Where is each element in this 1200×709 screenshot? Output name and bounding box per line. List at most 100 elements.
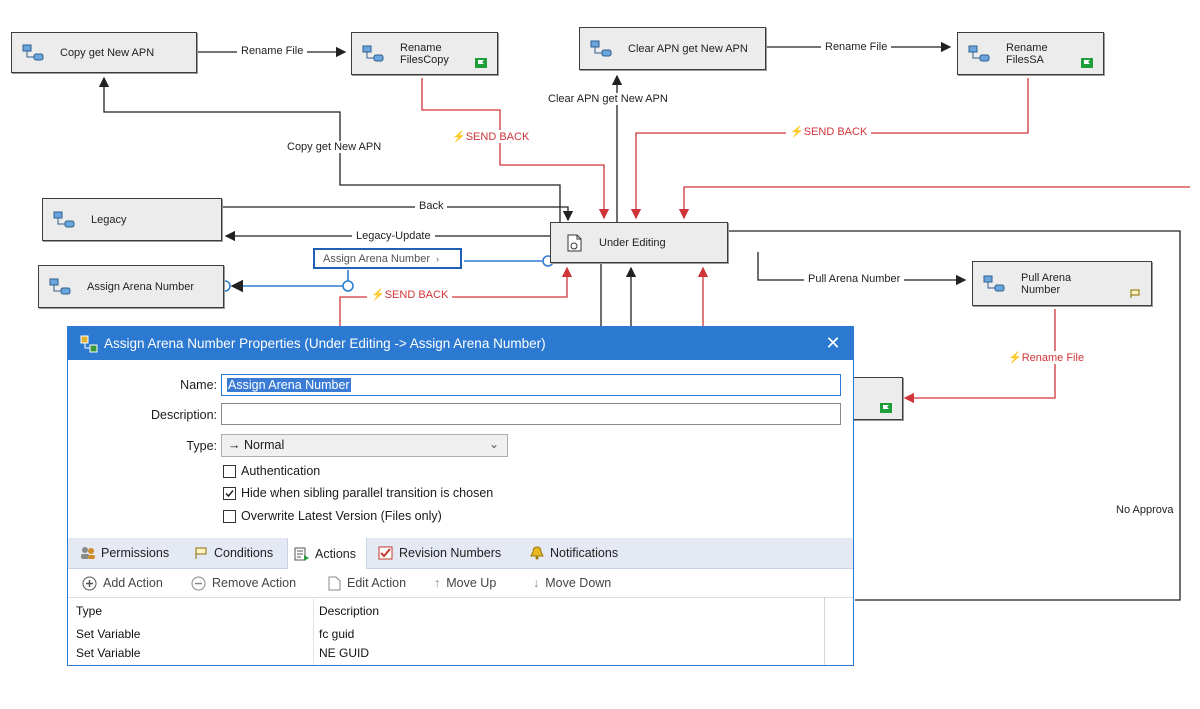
users-icon [81,547,95,559]
state-assign-arena-number[interactable]: Assign Arena Number [38,265,224,308]
type-select[interactable]: → Normal ⌄ [221,434,508,457]
state-copy-get-new-apn[interactable]: Copy get New APN [11,32,197,73]
add-action-button[interactable]: Add Action [82,569,163,597]
state-label: Assign Arena Number [87,280,194,293]
state-rename-files-sa[interactable]: Rename FilesSA [957,32,1104,75]
edge-label-legacy-update[interactable]: Legacy-Update [352,230,435,242]
remove-action-button[interactable]: Remove Action [191,569,296,597]
tab-notifications[interactable]: Notifications [529,538,618,568]
lightning-icon: ⚡ [790,126,804,138]
flag-icon [1081,58,1093,68]
revision-check-icon [378,546,393,560]
tab-revision-numbers[interactable]: Revision Numbers [378,538,501,568]
column-divider [313,599,314,665]
state-label: Clear APN get New APN [628,42,748,55]
flag-icon [880,403,892,413]
state-icon [968,45,990,61]
actions-toolbar: Add Action Remove Action Edit Action ↑ M… [68,569,853,598]
edit-action-button[interactable]: Edit Action [328,569,406,597]
tab-permissions[interactable]: Permissions [80,538,169,568]
type-label: Type: [186,439,217,453]
column-header-type[interactable]: Type [76,604,103,618]
add-icon [82,576,97,590]
state-label: Under Editing [599,236,666,249]
state-label: Legacy [91,213,127,226]
dialog-title: Assign Arena Number Properties (Under Ed… [104,336,546,351]
arrow-down-icon: ↓ [533,576,540,590]
move-up-button[interactable]: ↑ Move Up [434,576,497,590]
option-authentication[interactable]: Authentication [223,464,320,478]
state-icon [22,44,44,60]
document-icon [328,576,341,590]
chevron-down-icon: ⌄ [488,437,499,451]
condition-icon [1130,289,1140,298]
name-label: Name: [180,378,217,392]
transition-icon [80,335,98,352]
lightning-icon: ⚡ [371,289,385,301]
state-rename-files-copy[interactable]: Rename FilesCopy [351,32,498,75]
state-label: Copy get New APN [60,46,155,59]
name-field[interactable]: Assign Arena Number [221,374,841,396]
option-overwrite-latest[interactable]: Overwrite Latest Version (Files only) [223,509,442,523]
state-icon [983,275,1005,291]
table-cell-type[interactable]: Set Variable [76,627,141,641]
scrollbar-divider [824,597,825,665]
edge-label-copy-get-new-apn[interactable]: Copy get New APN [283,141,386,153]
edge-label-rename-file[interactable]: ⚡Rename File [1004,351,1089,364]
state-under-editing[interactable]: Under Editing [550,222,728,263]
table-cell-type[interactable]: Set Variable [76,646,141,660]
authentication-checkbox[interactable] [223,464,236,478]
state-clear-apn-get-new-apn[interactable]: Clear APN get New APN [579,27,766,70]
tab-conditions[interactable]: Conditions [193,538,273,568]
column-header-description[interactable]: Description [319,604,380,618]
state-icon [362,45,384,61]
overwrite-latest-checkbox[interactable] [223,509,236,523]
transition-properties-dialog: Assign Arena Number Properties (Under Ed… [67,326,854,666]
dialog-tabs: Permissions Conditions Actions Revision … [68,538,853,569]
bell-icon [530,546,544,560]
arrow-up-icon: ↑ [434,576,441,590]
document-icon [567,234,582,251]
selected-edge-label-assign-arena-number[interactable]: Assign Arena Number› [313,248,462,269]
type-value: → Normal [228,438,285,452]
table-cell-description[interactable]: NE GUID [319,646,370,660]
state-label: Rename FilesSA [1006,41,1048,66]
state-label: Rename FilesCopy [400,41,449,66]
lightning-icon: ⚡ [1008,352,1022,364]
state-pull-arena-number[interactable]: Pull Arena Number [972,261,1152,306]
state-hidden-partial[interactable] [845,377,903,420]
edge-label-send-back[interactable]: ⚡SEND BACK [448,130,534,143]
flag-icon [475,58,487,68]
state-legacy[interactable]: Legacy [42,198,222,241]
state-icon [590,40,612,56]
edge-label-no-approval[interactable]: No Approva [1112,504,1174,516]
edge-label-rename-file[interactable]: Rename File [237,45,308,57]
state-icon [49,278,71,294]
edge-label-back[interactable]: Back [415,200,448,212]
table-cell-description[interactable]: fc guid [319,627,355,641]
tab-actions[interactable]: Actions [287,538,367,569]
description-field[interactable] [221,403,841,425]
state-icon [53,211,75,227]
dialog-titlebar[interactable]: Assign Arena Number Properties (Under Ed… [68,327,853,360]
close-icon[interactable]: ✕ [825,333,841,353]
edge-label-rename-file[interactable]: Rename File [821,41,892,53]
chevron-icon: › [436,253,439,264]
remove-icon [191,576,206,590]
name-value: Assign Arena Number [227,378,351,392]
actions-icon [294,547,309,561]
lightning-icon: ⚡ [452,131,466,143]
edge-label-pull-arena-number[interactable]: Pull Arena Number [804,273,905,285]
hide-when-sibling-checkbox[interactable] [223,486,236,500]
checkmark-icon [225,489,234,497]
condition-icon [195,547,207,559]
edge-label-send-back[interactable]: ⚡SEND BACK [367,288,453,301]
edge-label-send-back[interactable]: ⚡SEND BACK [786,125,872,138]
option-hide-when-sibling[interactable]: Hide when sibling parallel transition is… [223,486,493,500]
move-down-button[interactable]: ↓ Move Down [533,576,612,590]
state-label: Pull Arena Number [1021,271,1072,296]
edge-label-clear-apn[interactable]: Clear APN get New APN [544,93,672,105]
description-label: Description: [151,408,217,422]
